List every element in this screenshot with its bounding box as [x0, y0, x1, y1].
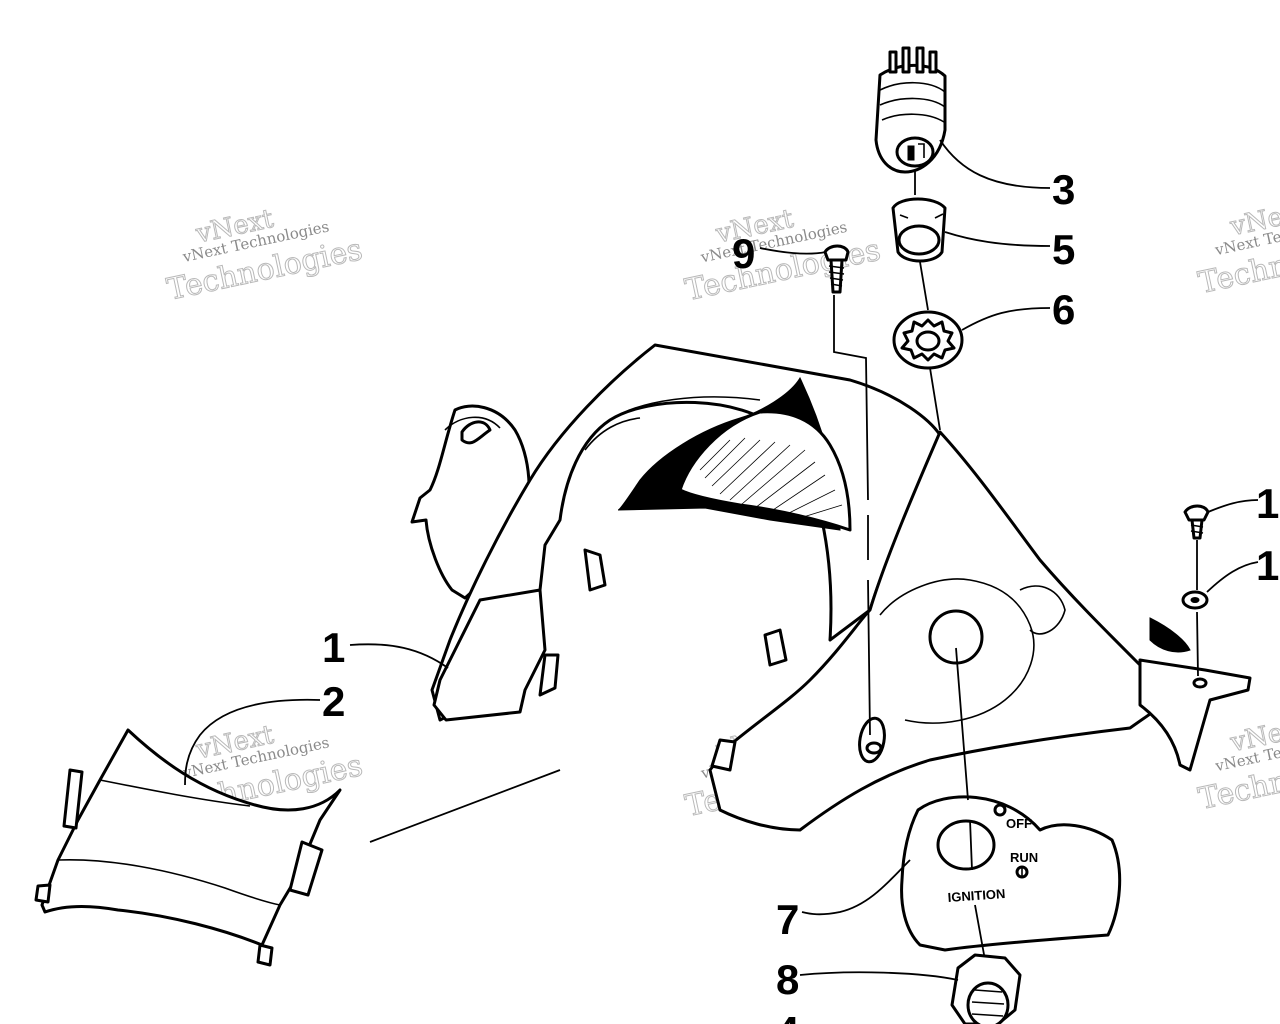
- callout-2: 2: [322, 678, 345, 725]
- callout-7: 7: [776, 896, 799, 943]
- washer-11: [1181, 590, 1209, 610]
- ignition-centerline: [955, 647, 986, 961]
- ignition-plate: OFF RUN IGNITION: [900, 795, 1122, 952]
- ignition-off-label: OFF: [1006, 816, 1032, 831]
- watermark-top-right: vNext vNext Technologies Technologies: [1195, 196, 1280, 301]
- tunnel-hatching: [699, 437, 843, 519]
- leader-5: [944, 231, 1051, 247]
- leader-1: [349, 643, 449, 669]
- screw-9-centerline: [833, 295, 871, 736]
- lock-washer: [892, 310, 964, 370]
- callout-6: 6: [1052, 286, 1075, 333]
- callout-8: 8: [776, 956, 799, 1003]
- screw-9: [823, 244, 850, 294]
- callout-11: 1: [1256, 542, 1279, 589]
- callout-3: 3: [1052, 166, 1075, 213]
- callout-9: 9: [732, 230, 755, 277]
- leader-8: [799, 971, 959, 981]
- callout-10: 10: [1256, 480, 1280, 527]
- watermark-top-center: vNext vNext Technologies Technologies: [682, 203, 884, 308]
- leader-7: [801, 859, 911, 916]
- leader-3: [939, 139, 1051, 189]
- hex-nut: [950, 953, 1022, 1024]
- console-housing: [410, 343, 1252, 832]
- leader-6: [961, 307, 1051, 331]
- leader-2: [184, 698, 321, 786]
- watermark-top-left: vNext vNext Technologies Technologies: [164, 203, 366, 308]
- leader-9: [759, 247, 827, 255]
- front-cover: [34, 728, 342, 967]
- ignition-run-label: RUN: [1010, 850, 1038, 865]
- ignition-label: IGNITION: [947, 886, 1006, 905]
- callout-5: 5: [1052, 226, 1075, 273]
- callout-4: 4: [776, 1008, 800, 1024]
- front-cover-guide-line: [369, 769, 561, 843]
- bushing: [891, 197, 947, 263]
- connector-plug: [874, 46, 947, 174]
- callout-1: 1: [322, 624, 345, 671]
- screw-10: [1183, 504, 1210, 540]
